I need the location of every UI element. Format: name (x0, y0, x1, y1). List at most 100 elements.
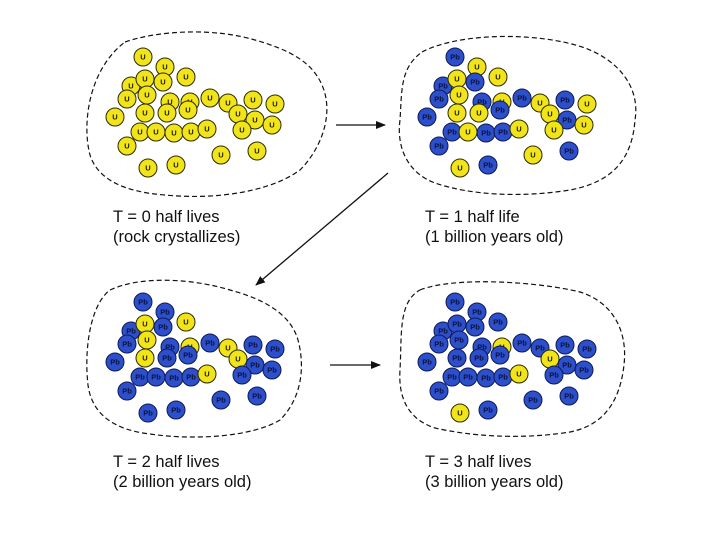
atom-circle (117, 334, 137, 354)
atom-label: Pb (549, 371, 559, 380)
atom-label: Pb (579, 366, 589, 375)
lead-atom: Pb (493, 122, 513, 142)
lead-atom: Pb (153, 317, 173, 337)
caption-line-2: (1 billion years old) (425, 228, 564, 246)
lead-atom: Pb (146, 367, 166, 387)
atom-label: Pb (517, 94, 527, 103)
uranium-atom: U (523, 145, 543, 165)
atom-circle (478, 400, 498, 420)
atom-label: Pb (495, 106, 505, 115)
atoms-panel-2: PbPbPbUPbUPbUPbUPbUPbPbPbUPbPbUPbPbPbPbP… (105, 292, 285, 423)
uranium-atom: U (197, 364, 217, 384)
atom-circle (445, 292, 465, 312)
lead-atom: Pb (512, 333, 532, 353)
atom-label: U (235, 110, 240, 119)
atom-label: U (584, 100, 589, 109)
atom-label: Pb (270, 345, 280, 354)
uranium-atom: U (228, 104, 248, 124)
atom-label: U (171, 129, 176, 138)
atom-label: Pb (151, 373, 161, 382)
atom-circle (138, 158, 158, 178)
atom-label: U (183, 318, 188, 327)
atom-label: Pb (454, 336, 464, 345)
atom-label: U (162, 63, 167, 72)
lead-atom: Pb (417, 107, 437, 127)
atom-circle (490, 100, 510, 120)
atom-circle (153, 72, 173, 92)
atom-circle (488, 67, 508, 87)
lead-atom: Pb (458, 367, 478, 387)
lead-atom: Pb (478, 155, 498, 175)
atom-circle (176, 312, 196, 332)
atom-label: Pb (158, 323, 168, 332)
atom-label: U (124, 95, 129, 104)
atom-label: U (457, 409, 462, 418)
atom-label: Pb (162, 354, 172, 363)
atom-label: U (530, 151, 535, 160)
atom-circle (211, 390, 231, 410)
uranium-atom: U (228, 349, 248, 369)
uranium-atom: U (135, 314, 155, 334)
atom-circle (243, 335, 263, 355)
atom-label: Pb (165, 343, 175, 352)
atom-circle (135, 348, 155, 368)
atom-label: Pb (481, 374, 491, 383)
atom-label: U (250, 96, 255, 105)
atom-circle (247, 141, 267, 161)
uranium-atom: U (265, 94, 285, 114)
uranium-atom: U (540, 349, 560, 369)
atom-label: Pb (183, 351, 193, 360)
lead-atom: Pb (544, 365, 564, 385)
uranium-atom: U (574, 115, 594, 135)
lead-atom: Pb (490, 345, 510, 365)
atom-circle (176, 67, 196, 87)
atom-label: U (142, 354, 147, 363)
atom-circle (544, 120, 564, 140)
uranium-atom: U (243, 90, 263, 110)
lead-atom: Pb (265, 339, 285, 359)
atom-circle (200, 333, 220, 353)
lead-atom: Pb (559, 141, 579, 161)
atom-label: U (144, 91, 149, 100)
uranium-atom: U (137, 330, 157, 350)
uranium-atom: U (176, 67, 196, 87)
atom-label: U (145, 164, 150, 173)
atom-label: Pb (517, 339, 527, 348)
atom-circle (445, 47, 465, 67)
atom-circle (488, 312, 508, 332)
atom-label: Pb (126, 327, 136, 336)
atom-label: U (537, 99, 542, 108)
atom-label: U (112, 113, 117, 122)
caption-panel-0: T = 0 half lives (rock crystallizes) (113, 207, 240, 247)
uranium-atom: U (135, 348, 155, 368)
atom-label: Pb (452, 320, 462, 329)
atom-label: U (465, 128, 470, 137)
uranium-atom: U (133, 47, 153, 67)
atom-circle (429, 136, 449, 156)
atom-circle (133, 47, 153, 67)
atom-label: Pb (562, 116, 572, 125)
atom-label: U (183, 73, 188, 82)
lead-atom: Pb (442, 367, 462, 387)
atom-circle (544, 365, 564, 385)
atom-label: Pb (434, 387, 444, 396)
uranium-atom: U (157, 103, 177, 123)
uranium-atom: U (164, 123, 184, 143)
uranium-atom: U (469, 103, 489, 123)
atom-circle (157, 103, 177, 123)
atom-circle (232, 120, 252, 140)
atom-label: Pb (483, 406, 493, 415)
lead-atom: Pb (469, 348, 489, 368)
atom-label: U (547, 355, 552, 364)
atom-label: U (476, 109, 481, 118)
caption-line-1: T = 2 half lives (113, 453, 220, 471)
atom-label: U (142, 109, 147, 118)
atom-label: U (252, 116, 257, 125)
atom-label: Pb (434, 142, 444, 151)
atom-label: Pb (483, 161, 493, 170)
atom-circle (429, 381, 449, 401)
atom-label: U (185, 106, 190, 115)
uranium-atom: U (135, 103, 155, 123)
uranium-atom: U (447, 103, 467, 123)
